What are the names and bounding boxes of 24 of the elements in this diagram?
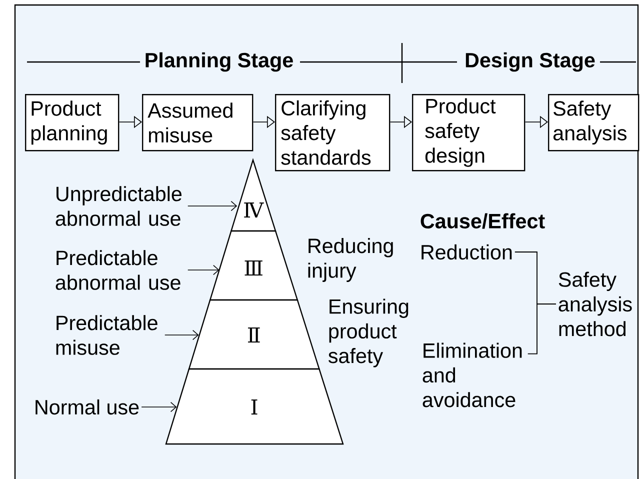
method-label: Safety analysis method xyxy=(558,272,632,336)
pyramid-band: Ⅰ xyxy=(165,368,344,445)
process-box: Assumed misuse xyxy=(142,94,254,152)
method-label: Elimination and avoidance xyxy=(422,342,522,408)
stage-heading: Design Stage xyxy=(466,52,595,72)
process-box: Product safety design xyxy=(412,94,526,172)
arrow xyxy=(164,330,199,340)
process-box: Product planning xyxy=(25,94,120,152)
section-heading: Cause/Effect xyxy=(420,213,545,229)
note-text: Reducing injury xyxy=(308,238,393,282)
arrow xyxy=(187,264,220,276)
bracket-line xyxy=(527,304,556,354)
process-box: Clarifying safety standards xyxy=(275,94,390,172)
use-label: Predictable abnormal use xyxy=(56,250,180,290)
pyramid-band: Ⅱ xyxy=(188,299,320,370)
process-box: Safety analysis xyxy=(548,94,640,152)
use-label: Predictable misuse xyxy=(56,315,158,355)
method-label: Reduction xyxy=(422,244,512,260)
note-text: Ensuring product safety xyxy=(328,298,408,368)
use-label: Normal use xyxy=(36,399,139,415)
stage-heading: Planning Stage xyxy=(146,52,293,72)
arrow xyxy=(187,200,238,212)
use-label: Unpredictable abnormal use xyxy=(56,186,182,226)
arrow xyxy=(141,402,177,412)
